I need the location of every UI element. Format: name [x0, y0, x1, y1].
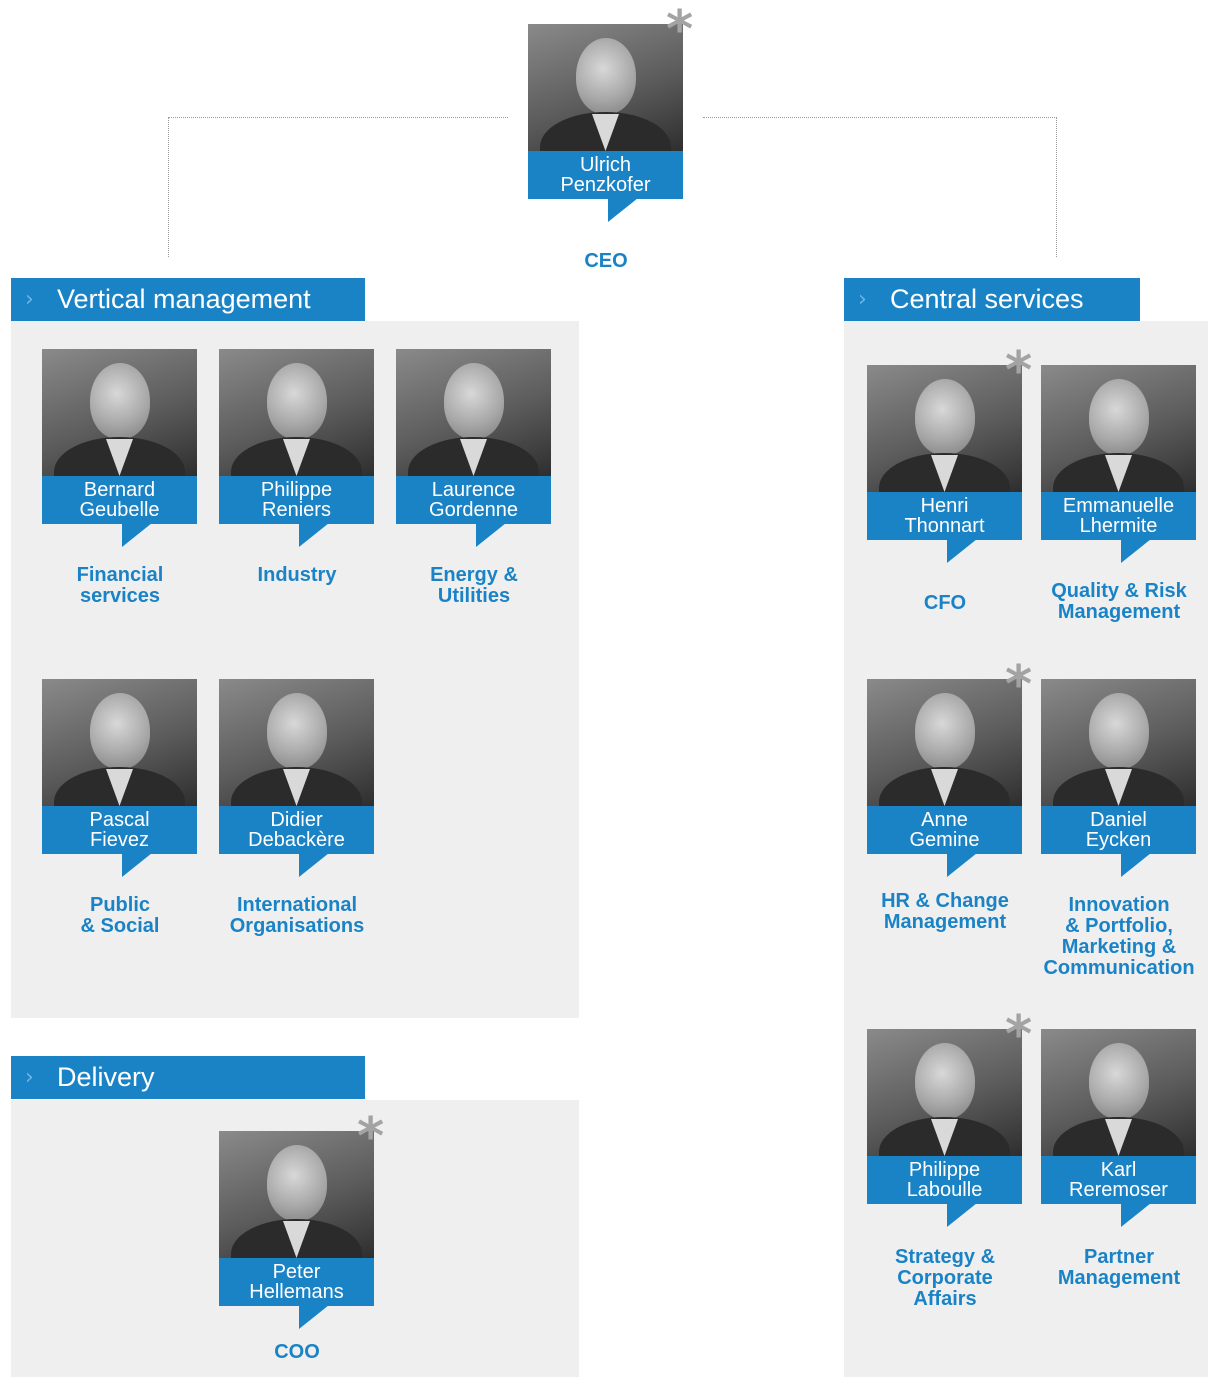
last-name: Reniers — [262, 499, 331, 521]
first-name: Anne — [921, 809, 968, 831]
speech-pointer — [1121, 853, 1151, 877]
portrait-photo — [42, 679, 197, 806]
asterisk-icon: * — [1005, 655, 1033, 715]
portrait-photo — [867, 1029, 1022, 1156]
role-label: CFO — [923, 592, 967, 614]
portrait-photo — [1041, 365, 1196, 492]
first-name: Emmanuelle — [1062, 495, 1175, 517]
role-label: HR & Change Management — [881, 890, 1009, 933]
first-name: Henri — [920, 495, 969, 517]
portrait-photo — [219, 679, 374, 806]
first-name: Ulrich — [579, 154, 632, 176]
connector-left-vertical — [168, 117, 169, 257]
role-label: Industry — [257, 564, 337, 586]
last-name: Laboulle — [906, 1179, 983, 1201]
vertical-management-header: › Vertical management — [11, 278, 365, 321]
name-label: Karl Reremoser — [1041, 1156, 1196, 1204]
portrait-photo — [867, 365, 1022, 492]
first-name: Peter — [272, 1261, 321, 1283]
name-label: Anne Gemine — [867, 806, 1022, 854]
last-name: Geubelle — [79, 499, 160, 521]
role-label: Strategy & Corporate Affairs — [894, 1246, 996, 1310]
portrait-photo — [396, 349, 551, 476]
speech-pointer — [947, 853, 977, 877]
name-label: Emmanuelle Lhermite — [1041, 492, 1196, 540]
portrait-photo — [219, 349, 374, 476]
vertical-management-title: Vertical management — [57, 284, 311, 314]
speech-pointer — [122, 523, 152, 547]
name-label: Philippe Laboulle — [867, 1156, 1022, 1204]
chevron-right-icon: › — [25, 1065, 34, 1090]
name-label: Pascal Fievez — [42, 806, 197, 854]
asterisk-icon: * — [1005, 1005, 1033, 1065]
first-name: Daniel — [1090, 809, 1147, 831]
speech-pointer — [947, 1203, 977, 1227]
role-label: Partner Management — [1057, 1246, 1181, 1289]
speech-pointer — [608, 198, 638, 222]
portrait-photo — [867, 679, 1022, 806]
last-name: Hellemans — [249, 1281, 344, 1303]
name-label: Peter Hellemans — [219, 1258, 374, 1306]
role-label: COO — [274, 1341, 320, 1363]
speech-pointer — [947, 539, 977, 563]
central-services-title: Central services — [890, 284, 1084, 314]
chevron-right-icon: › — [858, 287, 867, 312]
last-name: Debackère — [248, 829, 345, 851]
portrait-photo — [1041, 679, 1196, 806]
name-label: Philippe Reniers — [219, 476, 374, 524]
connector-right-horizontal — [703, 117, 1057, 118]
portrait-photo — [1041, 1029, 1196, 1156]
chevron-right-icon: › — [25, 287, 34, 312]
name-label: Bernard Geubelle — [42, 476, 197, 524]
last-name: Thonnart — [904, 515, 985, 537]
name-label: Ulrich Penzkofer — [528, 151, 683, 199]
first-name: Karl — [1100, 1159, 1137, 1181]
first-name: Laurence — [431, 479, 516, 501]
first-name: Bernard — [83, 479, 156, 501]
speech-pointer — [122, 853, 152, 877]
last-name: Reremoser — [1069, 1179, 1168, 1201]
role-label: International Organisations — [229, 894, 365, 937]
first-name: Pascal — [89, 809, 150, 831]
role-label: Energy & Utilities — [430, 564, 518, 607]
last-name: Penzkofer — [560, 174, 651, 196]
role-label: CEO — [584, 250, 628, 272]
role-label: Public & Social — [80, 894, 160, 937]
last-name: Gordenne — [429, 499, 518, 521]
name-label: Didier Debackère — [219, 806, 374, 854]
delivery-title: Delivery — [57, 1062, 155, 1092]
speech-pointer — [299, 1305, 329, 1329]
portrait-photo — [528, 24, 683, 151]
first-name: Didier — [270, 809, 323, 831]
asterisk-icon: * — [666, 0, 694, 60]
last-name: Eycken — [1085, 829, 1152, 851]
connector-right-vertical — [1056, 117, 1057, 257]
role-label: Financial services — [76, 564, 164, 607]
asterisk-icon: * — [1005, 341, 1033, 401]
speech-pointer — [1121, 539, 1151, 563]
connector-left-horizontal — [168, 117, 508, 118]
asterisk-icon: * — [357, 1107, 385, 1167]
central-services-header: › Central services — [844, 278, 1140, 321]
name-label: Laurence Gordenne — [396, 476, 551, 524]
first-name: Philippe — [260, 479, 333, 501]
speech-pointer — [1121, 1203, 1151, 1227]
first-name: Philippe — [908, 1159, 981, 1181]
last-name: Lhermite — [1079, 515, 1158, 537]
name-label: Henri Thonnart — [867, 492, 1022, 540]
speech-pointer — [476, 523, 506, 547]
role-label: Quality & Risk Management — [1051, 580, 1187, 623]
role-label: Innovation & Portfolio, Marketing & Comm… — [1043, 894, 1195, 979]
speech-pointer — [299, 853, 329, 877]
portrait-photo — [42, 349, 197, 476]
last-name: Gemine — [909, 829, 980, 851]
speech-pointer — [299, 523, 329, 547]
name-label: Daniel Eycken — [1041, 806, 1196, 854]
portrait-photo — [219, 1131, 374, 1258]
last-name: Fievez — [90, 829, 149, 851]
delivery-header: › Delivery — [11, 1056, 365, 1099]
